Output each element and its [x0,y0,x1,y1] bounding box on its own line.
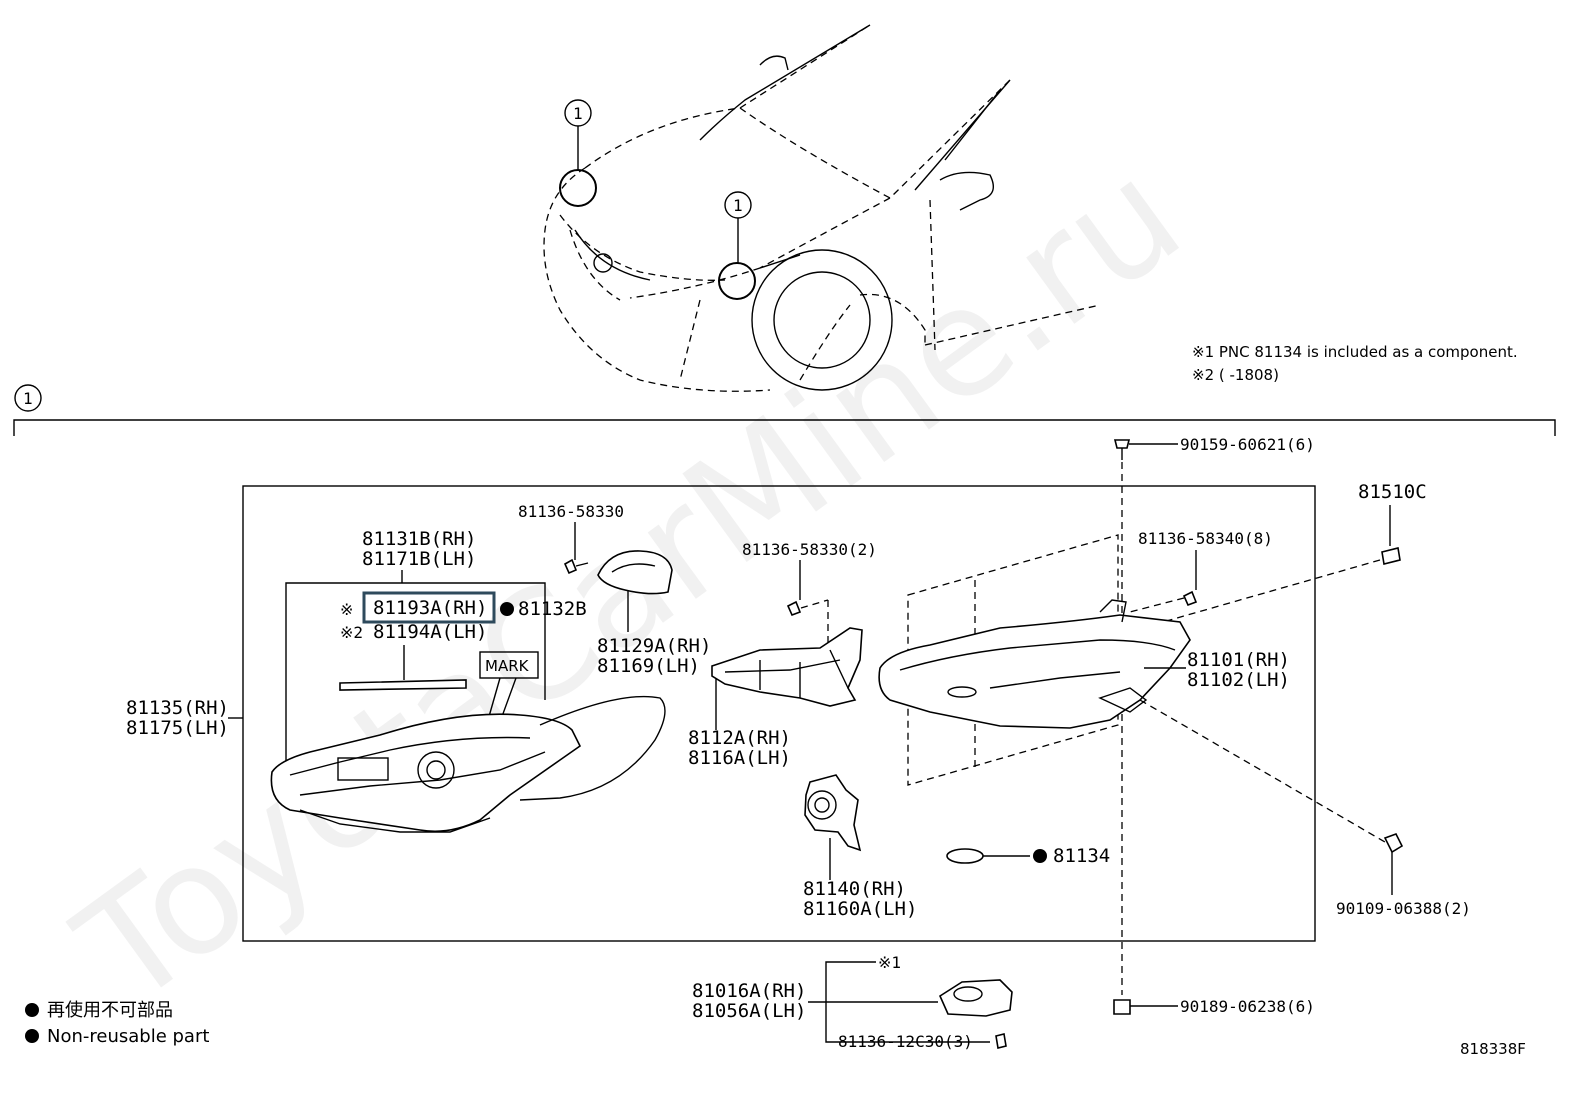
legend-en: Non-reusable part [47,1026,209,1047]
bezel-part [597,550,673,595]
label-ecu-rh: 81016A(RH) [692,980,806,1002]
bolt-bottom-part [1113,999,1131,1015]
label-assy-rh: 81135(RH) [126,697,229,719]
screw-d-part [995,1033,1007,1049]
gasket-highlight-box [362,591,496,624]
callout-number-left: 1 [573,104,583,123]
note-2: ※2 ( -1808) [1192,366,1279,384]
oring-part [946,848,984,864]
car-outline: 1 1 [543,24,1101,392]
label-bolt-bottom: 90189-06238(6) [1180,997,1315,1016]
callout-number-group: 1 [23,389,33,408]
bracket-part [711,627,863,707]
note-mark-1: ※ [340,600,353,619]
label-lens-rh: 81131B(RH) [362,528,476,550]
screw-c-part [1182,590,1198,607]
label-screw-a: 81136-58330 [518,502,624,521]
label-socket-lh: 81160A(LH) [803,898,917,920]
label-bezel-lh: 81169(LH) [597,655,700,677]
mark-box [479,651,539,679]
label-bezel-rh: 81129A(RH) [597,635,711,657]
label-mark: MARK [485,657,530,675]
group-bracket: 1 [13,384,1556,436]
gasket-strip-part [339,679,467,691]
label-screw-b: 81136-58330(2) [742,540,877,559]
housing-part [878,599,1191,729]
label-socket-rh: 81140(RH) [803,878,906,900]
figure-id: 818338F [1460,1040,1526,1058]
label-gasket-lh: 81194A(LH) [373,621,487,643]
note-1: ※1 PNC 81134 is included as a component. [1192,343,1518,361]
label-assy-lh: 81175(LH) [126,717,229,739]
assembly-box [242,485,1316,942]
label-lens-lh: 81171B(LH) [362,548,476,570]
label-bolt-top: 90159-60621(6) [1180,435,1315,454]
screw-b-part [786,600,802,617]
label-gasket-rh: 81193A(RH) [373,597,487,619]
socket-part [804,774,862,852]
note-mark-ecu: ※1 [878,953,901,972]
label-nonreuse-81132b: 81132B [518,598,587,620]
headlamp-lens-part [270,695,666,833]
label-bracket-rh: 8112A(RH) [688,727,791,749]
ecu-part [938,979,1013,1017]
screw-a-part [563,558,578,575]
housing-dashed-frame [907,534,1119,786]
legend-jp: 再使用不可部品 [47,1000,173,1021]
note-mark-2: ※2 [340,623,363,642]
label-ecu-lh: 81056A(LH) [692,1000,806,1022]
label-bracket-lh: 8116A(LH) [688,747,791,769]
bolt-right-part [1383,833,1404,854]
label-housing-lh: 81102(LH) [1187,669,1290,691]
label-bolt-right: 90109-06388(2) [1336,899,1471,918]
label-oring: 81134 [1053,845,1110,867]
callout-number-center: 1 [733,196,743,215]
label-screw-d: 81136-12C30(3) [838,1032,973,1051]
label-housing-rh: 81101(RH) [1187,649,1290,671]
cap-part [1381,547,1401,565]
label-screw-c: 81136-58340(8) [1138,529,1273,548]
top-bolt [1113,439,1178,995]
label-cap: 81510C [1358,481,1427,503]
